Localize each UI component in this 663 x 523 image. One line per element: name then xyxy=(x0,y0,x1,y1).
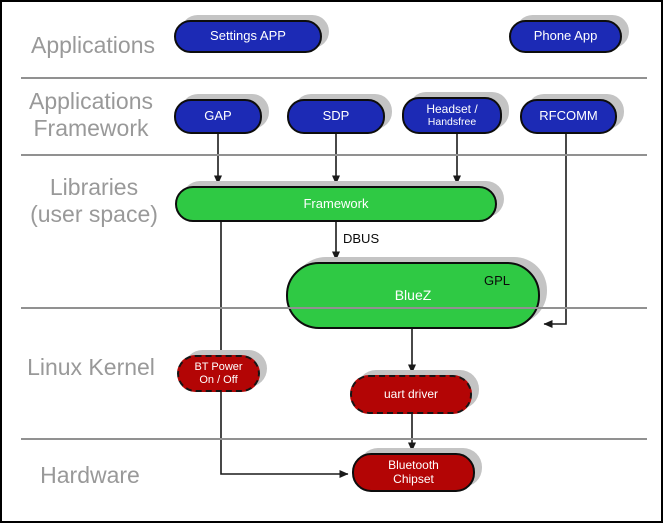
layer-divider xyxy=(21,154,647,156)
node-uart-driver: uart driver xyxy=(350,375,472,414)
node-label: On / Off xyxy=(199,373,238,386)
layer-label-linux-kernel: Linux Kernel xyxy=(10,354,172,381)
node-headset-handsfree: Headset / Handsfree xyxy=(402,97,502,134)
layer-label-applications-framework: Applications Framework xyxy=(10,88,172,142)
layer-divider xyxy=(21,438,647,440)
layer-label-text: Libraries xyxy=(49,174,139,200)
node-label: SDP xyxy=(322,108,350,124)
layer-label-text: (user space) xyxy=(30,201,158,227)
node-framework: Framework xyxy=(175,186,497,222)
node-label: Framework xyxy=(303,195,369,211)
node-label: Headset / xyxy=(426,101,478,116)
gpl-license-label: GPL xyxy=(483,273,510,288)
layer-label-text: Applications xyxy=(30,32,156,58)
node-bt-power: BT Power On / Off xyxy=(177,355,260,392)
node-label: RFCOMM xyxy=(539,108,598,124)
layer-label-libraries: Libraries (user space) xyxy=(10,174,178,228)
layer-label-text: Framework xyxy=(33,115,149,141)
node-rfcomm: RFCOMM xyxy=(520,99,617,134)
layer-label-text: Linux Kernel xyxy=(27,354,155,380)
layer-divider xyxy=(21,77,647,79)
node-label: Settings APP xyxy=(210,28,286,44)
node-sdp: SDP xyxy=(287,99,385,134)
layer-label-text: Hardware xyxy=(40,462,140,488)
node-label: Bluetooth xyxy=(388,457,439,472)
node-phone-app: Phone App xyxy=(509,20,622,53)
layer-label-applications: Applications xyxy=(14,32,172,59)
layer-label-text: Applications xyxy=(28,88,154,114)
node-label: Phone App xyxy=(533,28,598,44)
node-label: BT Power xyxy=(194,360,243,373)
node-label: uart driver xyxy=(383,386,439,401)
node-bluez: GPL BlueZ xyxy=(286,262,540,329)
layer-label-hardware: Hardware xyxy=(10,462,170,489)
node-bluetooth-chipset: Bluetooth Chipset xyxy=(352,453,475,492)
node-label: BlueZ xyxy=(394,287,432,304)
node-gap: GAP xyxy=(174,99,262,134)
node-settings-app: Settings APP xyxy=(174,20,322,53)
node-label: Handsfree xyxy=(427,116,477,129)
layer-divider xyxy=(21,307,647,309)
node-label: Chipset xyxy=(393,471,434,486)
node-label: GAP xyxy=(204,108,232,124)
dbus-edge-label: DBUS xyxy=(343,231,380,246)
